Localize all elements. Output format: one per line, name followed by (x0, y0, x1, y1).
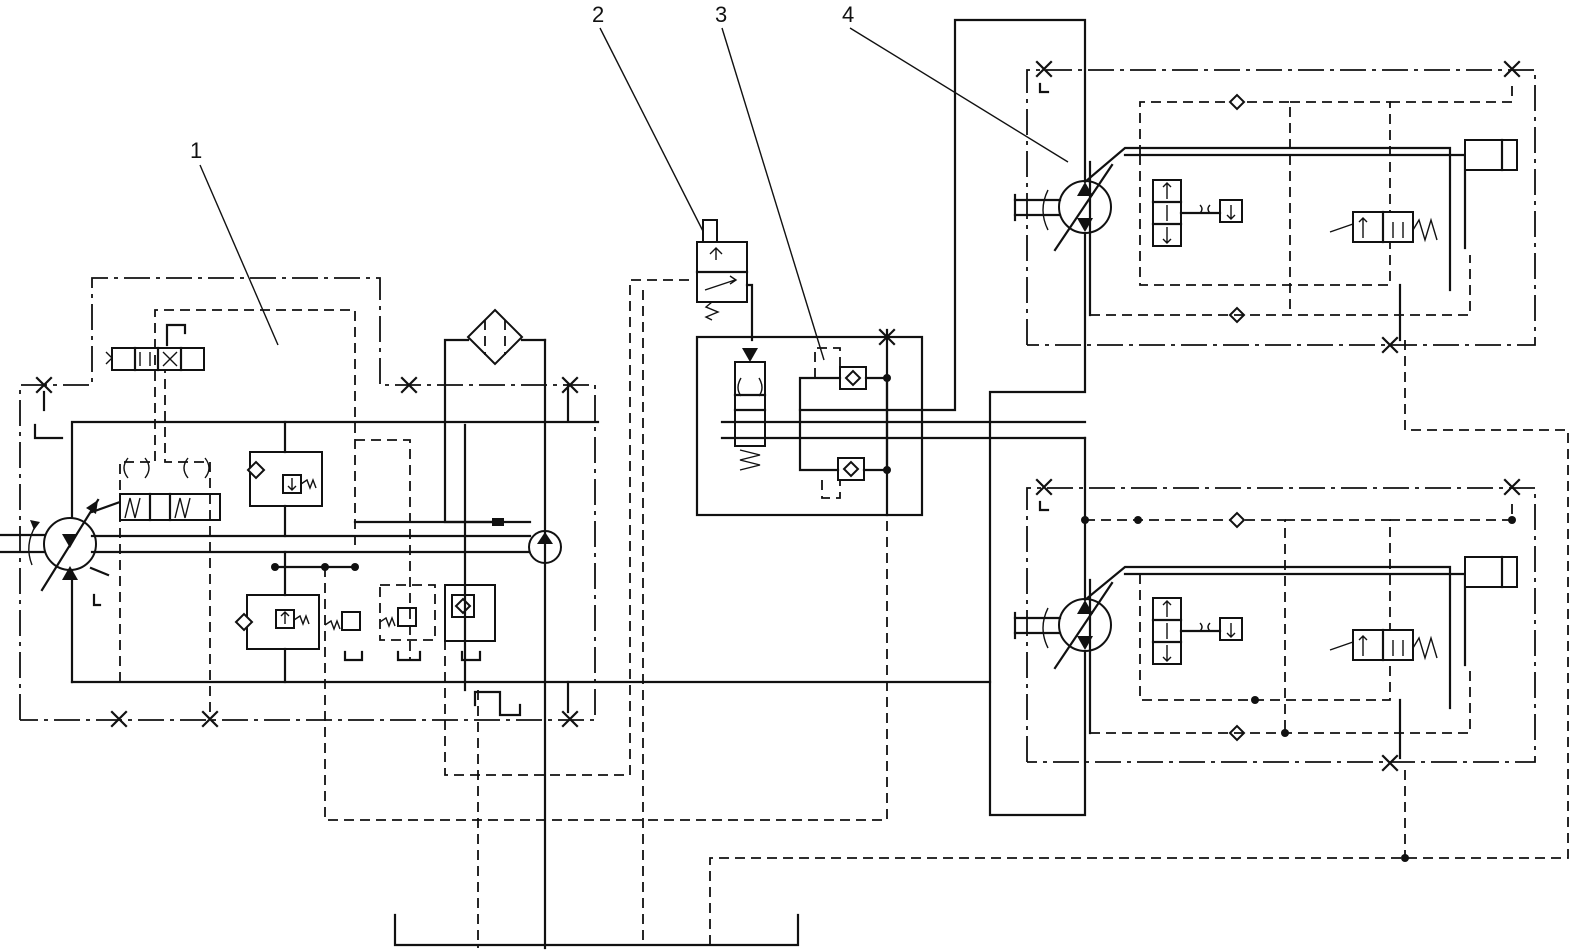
callout-2: 2 (592, 2, 604, 27)
solenoid-valve (695, 219, 749, 321)
callout-1-leader (199, 164, 279, 346)
shuttle-valve-block (695, 18, 1087, 817)
left-supply-line (70, 420, 600, 684)
drain-symbol (33, 423, 64, 440)
reservoir (393, 290, 1569, 947)
pressure-relief-valve-upper (246, 451, 323, 507)
servo-cylinder (119, 457, 221, 522)
filter-icon (466, 308, 524, 366)
callout-3: 3 (715, 2, 727, 27)
motor-unit-lower (1013, 478, 1536, 862)
motor-unit-upper (1013, 60, 1536, 354)
callout-1: 1 (190, 138, 202, 163)
small-relief-valves (324, 584, 496, 662)
callout-4: 4 (842, 2, 854, 27)
variable-pump-motor-left (0, 498, 100, 592)
left-pump-assembly (0, 277, 992, 950)
boundary-crosses (35, 376, 579, 728)
servo-control-valve (105, 323, 205, 372)
callout-3-leader (721, 27, 825, 361)
tank-symbol-left (473, 690, 522, 717)
pressure-relief-valve-lower (234, 594, 320, 650)
callout-2-leader (599, 27, 711, 246)
callout-4-leader (849, 27, 1069, 163)
pilot-line-long (324, 505, 888, 821)
callout-labels: 1 2 3 4 (190, 2, 1069, 361)
